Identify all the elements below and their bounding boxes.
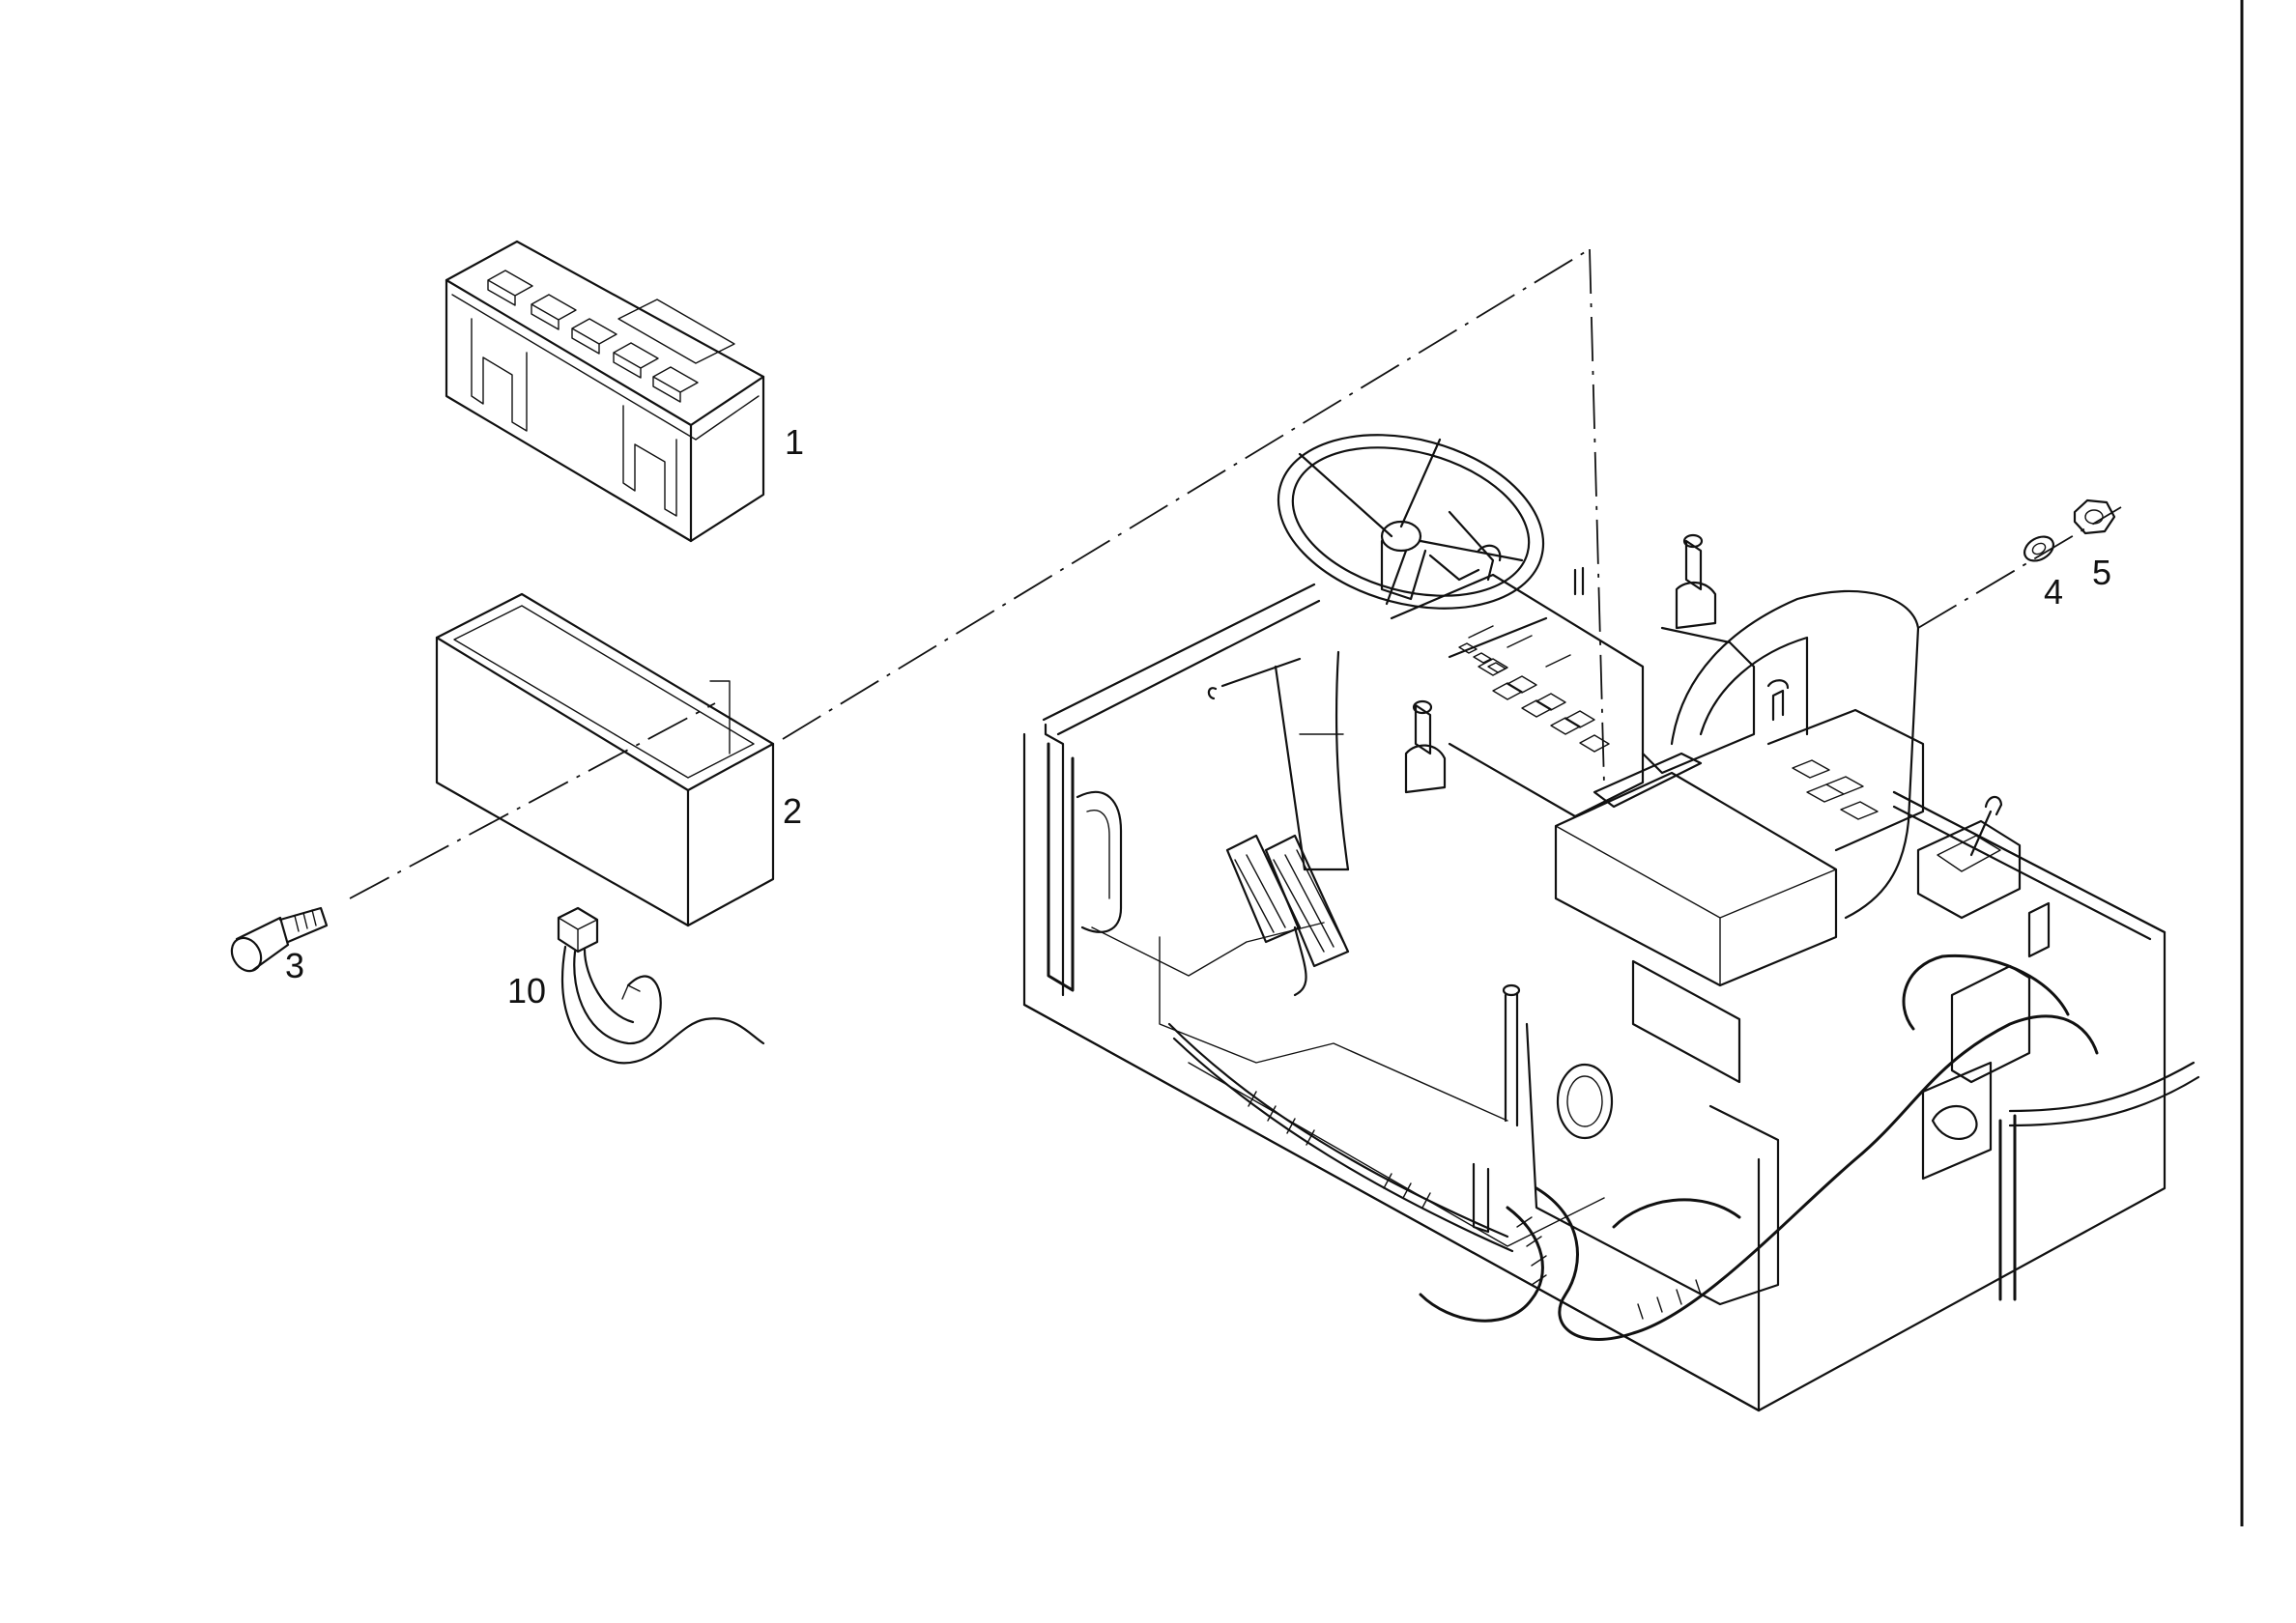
operator-platform-assembly	[1022, 434, 2200, 1412]
callout-bolt: 3	[285, 946, 304, 985]
assembly-leader-lines	[349, 248, 2122, 899]
callout-battery: 1	[785, 422, 804, 462]
nut-part	[2073, 498, 2116, 535]
callout-cable-connector: 10	[507, 971, 546, 1011]
part-callouts: 1 2 3 4 5 10	[285, 422, 2111, 1011]
callout-battery-tray: 2	[783, 791, 802, 831]
battery-tray-part	[435, 592, 775, 927]
callout-nut: 5	[2092, 553, 2111, 592]
washer-part	[2023, 535, 2055, 562]
callout-washer: 4	[2044, 572, 2063, 612]
operator-seat	[1554, 589, 1920, 1084]
bolt-part	[230, 906, 329, 973]
foot-pedals	[1225, 834, 1350, 997]
control-panel-switches	[1458, 642, 1610, 753]
battery-part	[445, 240, 765, 543]
heater-hoses	[1167, 954, 2200, 1341]
cable-connector-part	[557, 906, 765, 1065]
